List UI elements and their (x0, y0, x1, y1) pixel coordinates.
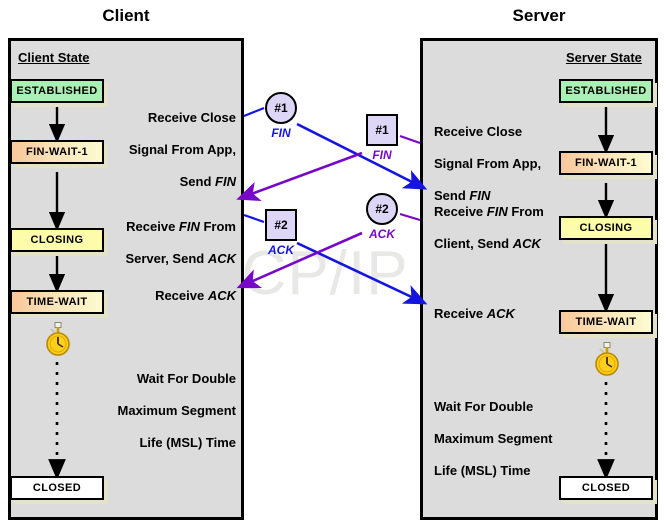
message-badge-client-ack: #2 (265, 209, 297, 241)
server-event-wait-msl: Wait For Double Maximum Segment Life (MS… (434, 399, 553, 478)
message-label-client-fin: FIN (271, 126, 291, 140)
server-state-closing: CLOSING (559, 216, 653, 240)
server-state-closed: CLOSED (559, 476, 653, 500)
server-state-established: ESTABLISHED (559, 79, 653, 103)
client-state-time-wait: TIME-WAIT (10, 290, 104, 314)
server-event-send-fin: Receive Close Signal From App, Send FIN (434, 124, 542, 203)
client-event-wait-msl: Wait For Double Maximum Segment Life (MS… (117, 371, 236, 450)
server-column-title: Server (512, 6, 566, 25)
stopwatch-icon (46, 322, 70, 356)
server-panel (420, 38, 658, 520)
client-state-heading: Client State (18, 50, 90, 65)
client-event-receive-fin: Receive FIN From Server, Send ACK (125, 219, 236, 266)
client-state-fin-wait-1: FIN-WAIT-1 (10, 140, 104, 164)
server-state-heading: Server State (566, 50, 642, 65)
client-event-send-fin: Receive Close Signal From App, Send FIN (128, 110, 236, 189)
message-label-server-ack: ACK (369, 227, 395, 241)
message-label-server-fin: FIN (372, 148, 392, 162)
server-event-receive-fin: Receive FIN From Client, Send ACK (434, 204, 544, 251)
client-state-established: ESTABLISHED (10, 79, 104, 103)
client-event-receive-ack: Receive ACK (155, 288, 236, 303)
server-event-receive-ack: Receive ACK (434, 306, 515, 321)
client-state-closed: CLOSED (10, 476, 104, 500)
message-label-client-ack: ACK (268, 243, 294, 257)
stopwatch-icon (595, 342, 619, 376)
client-panel (8, 38, 244, 520)
client-column-title: Client (102, 6, 150, 25)
message-badge-client-fin: #1 (265, 92, 297, 124)
server-state-fin-wait-1: FIN-WAIT-1 (559, 151, 653, 175)
message-badge-server-fin: #1 (366, 114, 398, 146)
message-badge-server-ack: #2 (366, 193, 398, 225)
